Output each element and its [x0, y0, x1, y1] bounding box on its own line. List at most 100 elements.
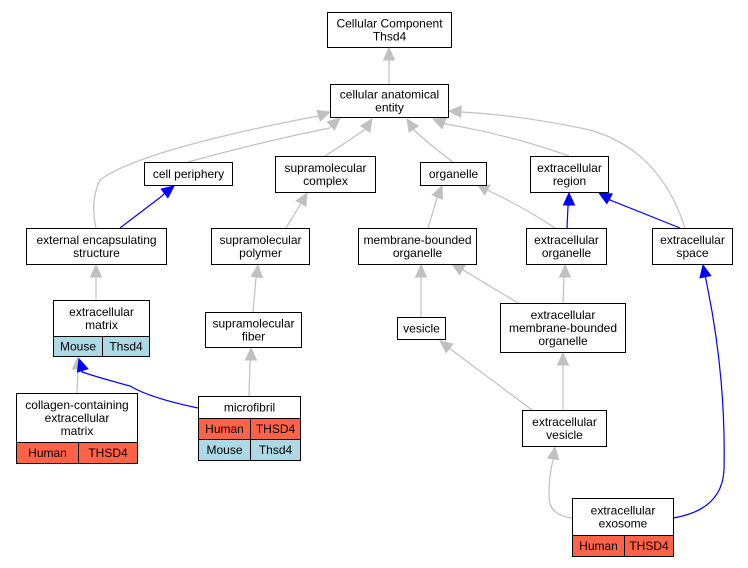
node-label-line: membrane-bounded — [509, 321, 617, 335]
node-label-line: supramolecular — [219, 233, 301, 247]
gene-cell — [102, 336, 150, 357]
edge-line — [324, 128, 366, 157]
node-label-line: supramolecular — [212, 317, 294, 331]
node-organelle[interactable]: organelle — [420, 162, 487, 186]
gene-cell — [624, 535, 674, 557]
node-vesicle[interactable]: vesicle — [397, 317, 446, 340]
species-label: Mouse — [60, 340, 96, 354]
node-label-line: complex — [303, 174, 348, 188]
edge-line — [672, 276, 725, 519]
edge-supramolecular_polymer-to-supramolecular_complex — [285, 191, 308, 229]
arrowhead — [316, 109, 332, 122]
arrowhead — [295, 191, 308, 208]
edge-extracellular_organelle-to-extracellular_region — [562, 191, 576, 229]
edge-supramolecular_complex-to-cellular_anatomical_entity — [324, 118, 373, 157]
edge-microfibril-to-supramolecular_fiber — [244, 346, 258, 397]
edge-line — [486, 189, 556, 229]
edge-extracellular_exosome-to-extracellular_space — [672, 263, 725, 519]
edge-line — [119, 192, 165, 229]
edge-cellular_anatomical_entity-to-root — [382, 46, 396, 84]
edge-extracellular_space-to-cellular_anatomical_entity — [447, 105, 686, 229]
node-label-line: organelle — [542, 246, 592, 260]
arrowhead — [160, 185, 175, 199]
arrowhead — [597, 192, 614, 205]
edge-supramolecular_fiber-to-supramolecular_polymer — [250, 263, 264, 313]
edge-extracellular_space-to-extracellular_region — [597, 192, 681, 229]
node-label-line: entity — [375, 101, 404, 115]
edge-line — [285, 203, 302, 229]
arrowhead — [450, 263, 466, 276]
edge-line — [444, 122, 570, 157]
edge-external_encapsulating_structure-to-cell_periphery — [119, 185, 175, 229]
arrowhead — [556, 351, 570, 366]
edge-organelle-to-cellular_anatomical_entity — [406, 118, 454, 163]
node-label-line: external encapsulating — [36, 233, 156, 247]
arrowhead — [414, 263, 428, 278]
edge-extracellular_membrane_bounded_organelle-to-extracellular_organelle — [558, 263, 572, 304]
edge-extracellular_vesicle-to-extracellular_membrane_bounded_organelle — [556, 351, 570, 410]
node-label-line: matrix — [61, 424, 94, 438]
arrowhead — [326, 117, 341, 131]
node-label-line: structure — [73, 246, 120, 260]
arrowhead — [250, 263, 264, 279]
arrowhead — [76, 357, 89, 373]
edge-line — [81, 370, 199, 409]
node-collagen-containing-extracellular-matrix[interactable]: collagen-containingextracellularmatrixHu… — [16, 393, 138, 464]
node-label-line: extracellular — [45, 411, 110, 425]
edge-extracellular_membrane_bounded_organelle-to-membrane_bounded_organelle — [450, 263, 519, 304]
node-label-line: vesicle — [546, 428, 583, 442]
arrowhead — [546, 445, 560, 461]
node-cell-periphery[interactable]: cell periphery — [144, 162, 233, 186]
node-label-line: extracellular — [532, 415, 597, 429]
node-box — [205, 312, 302, 348]
node-label-line: vesicle — [403, 322, 440, 336]
node-box — [26, 228, 167, 265]
node-label-line: extracellular — [534, 233, 599, 247]
edge-line — [252, 276, 258, 313]
edge-line — [248, 359, 252, 397]
node-box — [652, 228, 733, 265]
edge-vesicle-to-membrane_bounded_organelle — [414, 263, 428, 317]
species-label: Mouse — [206, 443, 242, 457]
node-label-line: Thsd4 — [373, 30, 407, 44]
node-label-line: space — [676, 246, 708, 260]
edge-line — [609, 198, 681, 229]
arrowhead — [382, 46, 396, 61]
arrowhead — [431, 117, 447, 130]
node-label-line: membrane-bounded — [363, 233, 471, 247]
edge-microfibril-to-extracellular_matrix — [76, 357, 199, 409]
edge-extracellular_region-to-cellular_anatomical_entity — [431, 117, 570, 157]
node-label-line: extracellular — [660, 233, 725, 247]
edge-extracellular_vesicle-to-vesicle — [439, 340, 533, 411]
edge-line — [566, 204, 570, 229]
node-box — [522, 410, 607, 447]
arrowhead — [431, 184, 444, 201]
gene-cell — [78, 442, 138, 464]
node-label-line: matrix — [85, 318, 118, 332]
node-box — [327, 12, 452, 48]
node-box — [572, 498, 674, 536]
arrowhead — [699, 263, 712, 279]
gene-label: Thsd4 — [109, 340, 143, 354]
edges-layer — [71, 46, 725, 519]
